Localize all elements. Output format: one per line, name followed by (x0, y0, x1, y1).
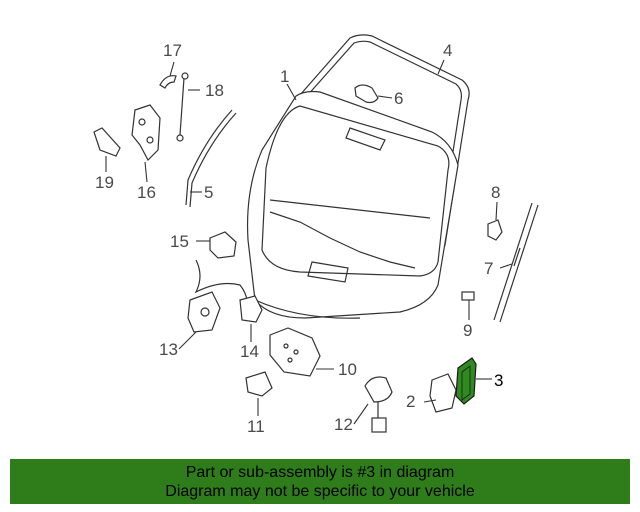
callout-17: 17 (163, 41, 182, 60)
part-5 (185, 109, 237, 208)
part-17 (159, 75, 177, 89)
part-7 (493, 202, 539, 323)
callout-4: 4 (443, 41, 452, 60)
part-6 (354, 84, 379, 104)
part-2 (429, 373, 457, 413)
callout-16: 16 (137, 183, 156, 202)
callout-1: 1 (280, 67, 289, 86)
part-8 (487, 219, 503, 241)
part-9 (461, 291, 475, 301)
callout-5: 5 (204, 183, 213, 202)
part-16 (131, 104, 161, 161)
callout-13: 13 (159, 340, 178, 359)
part-10 (269, 327, 321, 377)
part-15 (209, 231, 237, 259)
callout-14: 14 (240, 342, 259, 361)
callout-7: 7 (484, 259, 493, 278)
part-14 (239, 295, 263, 323)
banner-line-1: Part or sub-assembly is #3 in diagram (185, 463, 455, 481)
callout-8: 8 (491, 183, 500, 202)
callout-18: 18 (205, 81, 224, 100)
callout-3: 3 (494, 371, 503, 390)
banner-line-2: Diagram may not be specific to your vehi… (165, 482, 475, 500)
parts-diagram: 1 2 3 4 5 6 7 8 9 10 11 12 13 14 15 16 1… (93, 34, 539, 436)
callout-15: 15 (170, 232, 189, 251)
callout-19: 19 (95, 173, 114, 192)
callout-9: 9 (463, 321, 472, 340)
part-11 (245, 371, 273, 397)
leader-lines (105, 59, 513, 425)
callout-11: 11 (247, 417, 265, 436)
info-banner: Part or sub-assembly is #3 in diagram Di… (10, 459, 630, 504)
callout-12: 12 (334, 415, 353, 434)
part-3-highlighted[interactable] (455, 357, 477, 405)
callout-10: 10 (338, 360, 357, 379)
part-18 (176, 72, 189, 142)
callout-6: 6 (394, 89, 403, 108)
liftgate-part-1 (247, 90, 459, 319)
callout-2: 2 (406, 392, 415, 411)
part-13 (187, 259, 249, 333)
part-12 (364, 376, 393, 433)
part-19 (93, 127, 121, 157)
